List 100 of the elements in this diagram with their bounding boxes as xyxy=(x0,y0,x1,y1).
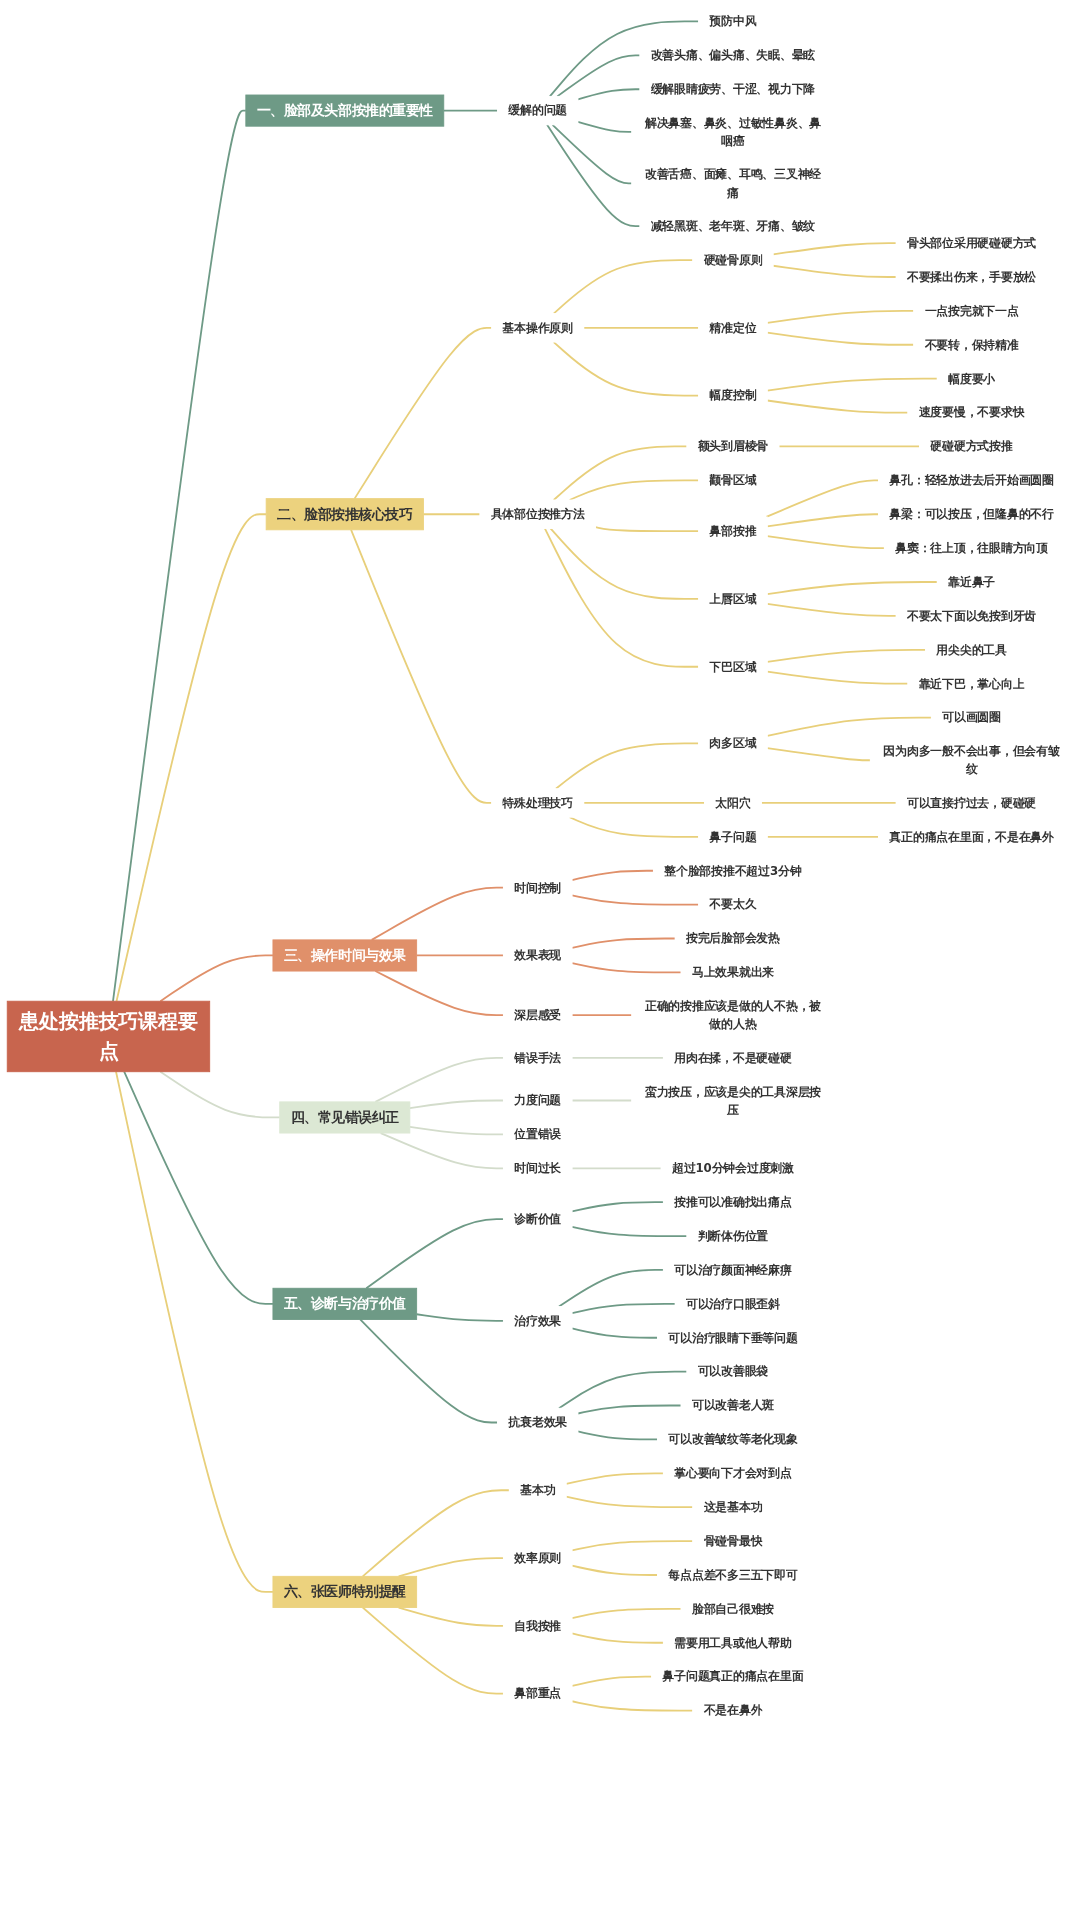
node-text: 效果表现 xyxy=(514,948,562,963)
node-text: 上唇区域 xyxy=(709,591,757,606)
node-text: 具体部位按推方法 xyxy=(490,507,585,521)
node-text: 鼻孔：轻轻放进去后开始画圆圈 xyxy=(889,473,1054,487)
connector xyxy=(772,242,897,256)
connector xyxy=(571,1302,676,1315)
node-text: 错误手法 xyxy=(514,1050,562,1065)
node-text: 可以直接拧过去，硬碰硬 xyxy=(906,795,1037,810)
connector xyxy=(582,802,706,804)
node-text: 诊断价值 xyxy=(514,1212,562,1226)
node-box: 五、诊断与治疗价值 xyxy=(272,1287,418,1320)
node-text: 每点点差不多三五下即可 xyxy=(668,1567,798,1582)
connector xyxy=(571,1167,662,1170)
node-text: 靠近鼻子 xyxy=(948,575,996,589)
connector xyxy=(554,742,700,790)
node-text: 整个脸部按推不超过3分钟 xyxy=(664,863,802,878)
node-text: 可以画圆圈 xyxy=(942,710,1001,725)
connector xyxy=(159,954,274,1003)
node-text: 按推可以准确找出痛点 xyxy=(674,1195,792,1209)
connector xyxy=(556,54,641,98)
connector xyxy=(571,1201,665,1213)
node-text: 特殊处理技巧 xyxy=(502,795,573,810)
connector xyxy=(577,1404,682,1415)
node-text: 可以改善皱纹等老化现象 xyxy=(668,1432,798,1446)
node-text: 判断体伤位置 xyxy=(697,1229,769,1243)
connector xyxy=(571,1014,633,1017)
connector xyxy=(115,1070,274,1593)
connector xyxy=(571,962,682,974)
connector xyxy=(552,341,700,397)
connector xyxy=(415,954,505,957)
node-text: 基本功 xyxy=(520,1483,556,1497)
connector xyxy=(397,1606,505,1627)
connector xyxy=(766,602,897,617)
node-text: 时间过长 xyxy=(514,1161,562,1175)
connector xyxy=(571,1099,633,1102)
connector xyxy=(766,835,880,838)
connector xyxy=(766,513,880,528)
connector xyxy=(766,747,872,762)
connector xyxy=(766,670,909,685)
node-text: 位置错误 xyxy=(514,1127,562,1141)
node-box: 二、脸部按推核心技巧 xyxy=(265,498,424,531)
node-text: 自我按推 xyxy=(514,1618,562,1633)
connector xyxy=(361,1606,505,1695)
connector xyxy=(760,802,897,804)
node-text: 幅度控制 xyxy=(709,388,757,403)
node-text: 精准定位 xyxy=(709,320,757,335)
node-text: 缓解眼睛疲劳、干涩、视力下降 xyxy=(650,82,816,96)
node-text: 抗衰老效果 xyxy=(508,1415,568,1430)
connector xyxy=(565,1495,694,1509)
node-text: 真正的痛点在里面，不是在鼻外 xyxy=(889,829,1054,844)
connector xyxy=(552,259,694,315)
node-text: 可以治疗颜面神经麻痹 xyxy=(674,1262,792,1277)
connector xyxy=(549,527,700,600)
connector xyxy=(543,527,700,668)
connector xyxy=(571,1675,653,1687)
node-text: 可以治疗口眼歪斜 xyxy=(685,1296,780,1311)
node-text: 预防中风 xyxy=(709,14,757,29)
connector xyxy=(778,445,921,448)
node-text: 力度问题 xyxy=(514,1093,562,1108)
node-text: 掌心要向下才会对到点 xyxy=(674,1466,792,1480)
node-text: 超过10分钟会过度刺激 xyxy=(671,1161,794,1175)
connector xyxy=(571,937,676,949)
connector xyxy=(374,970,505,1017)
node-text: 鼻部按推 xyxy=(709,524,757,538)
connector xyxy=(766,581,939,595)
connector xyxy=(571,1540,694,1552)
connector xyxy=(766,377,939,392)
node-text: 改善舌癌、面瘫、耳鸣、三叉神经痛 xyxy=(644,167,822,199)
node-text: 额头到眉棱骨 xyxy=(697,439,769,453)
node-text: 不要太下面以免按到牙齿 xyxy=(906,608,1037,623)
connector xyxy=(571,1225,688,1237)
node-text: 鼻梁：可以按压，但隆鼻的不行 xyxy=(889,507,1054,521)
node-text: 骨头部位采用硬碰硬方式 xyxy=(906,236,1037,250)
connector xyxy=(565,1472,665,1485)
node-text: 蛮力按压，应该是尖的工具深层按压 xyxy=(644,1084,822,1116)
connector xyxy=(582,326,700,329)
connector xyxy=(558,1370,688,1410)
node-text: 一点按完就下一点 xyxy=(924,303,1019,318)
connector xyxy=(766,535,886,549)
node-text: 可以改善眼袋 xyxy=(697,1364,769,1379)
node-text: 治疗效果 xyxy=(514,1313,562,1328)
node-text: 脸部自己很难按 xyxy=(691,1601,775,1616)
node-text: 不要太久 xyxy=(709,897,757,912)
connector xyxy=(571,1056,665,1059)
node-text: 时间控制 xyxy=(514,880,562,895)
connector xyxy=(766,331,915,346)
node-text: 鼻子问题 xyxy=(709,829,757,844)
node-text: 颧骨区域 xyxy=(709,473,757,487)
node-text: 改善头痛、偏头痛、失眠、晕眩 xyxy=(650,48,816,62)
connector xyxy=(115,513,268,1003)
connector xyxy=(766,716,933,737)
node-text: 基本操作原则 xyxy=(502,320,573,335)
node-text: 马上效果就出来 xyxy=(691,965,775,979)
node-text: 解决鼻塞、鼻炎、过敏性鼻炎、鼻咽癌 xyxy=(644,116,822,148)
connector xyxy=(571,1607,682,1620)
connector xyxy=(766,399,909,414)
connector xyxy=(415,1313,505,1322)
connector xyxy=(353,326,493,500)
node-text: 硬碰硬方式按推 xyxy=(930,439,1013,453)
node-text: 缓解的问题 xyxy=(508,103,568,118)
